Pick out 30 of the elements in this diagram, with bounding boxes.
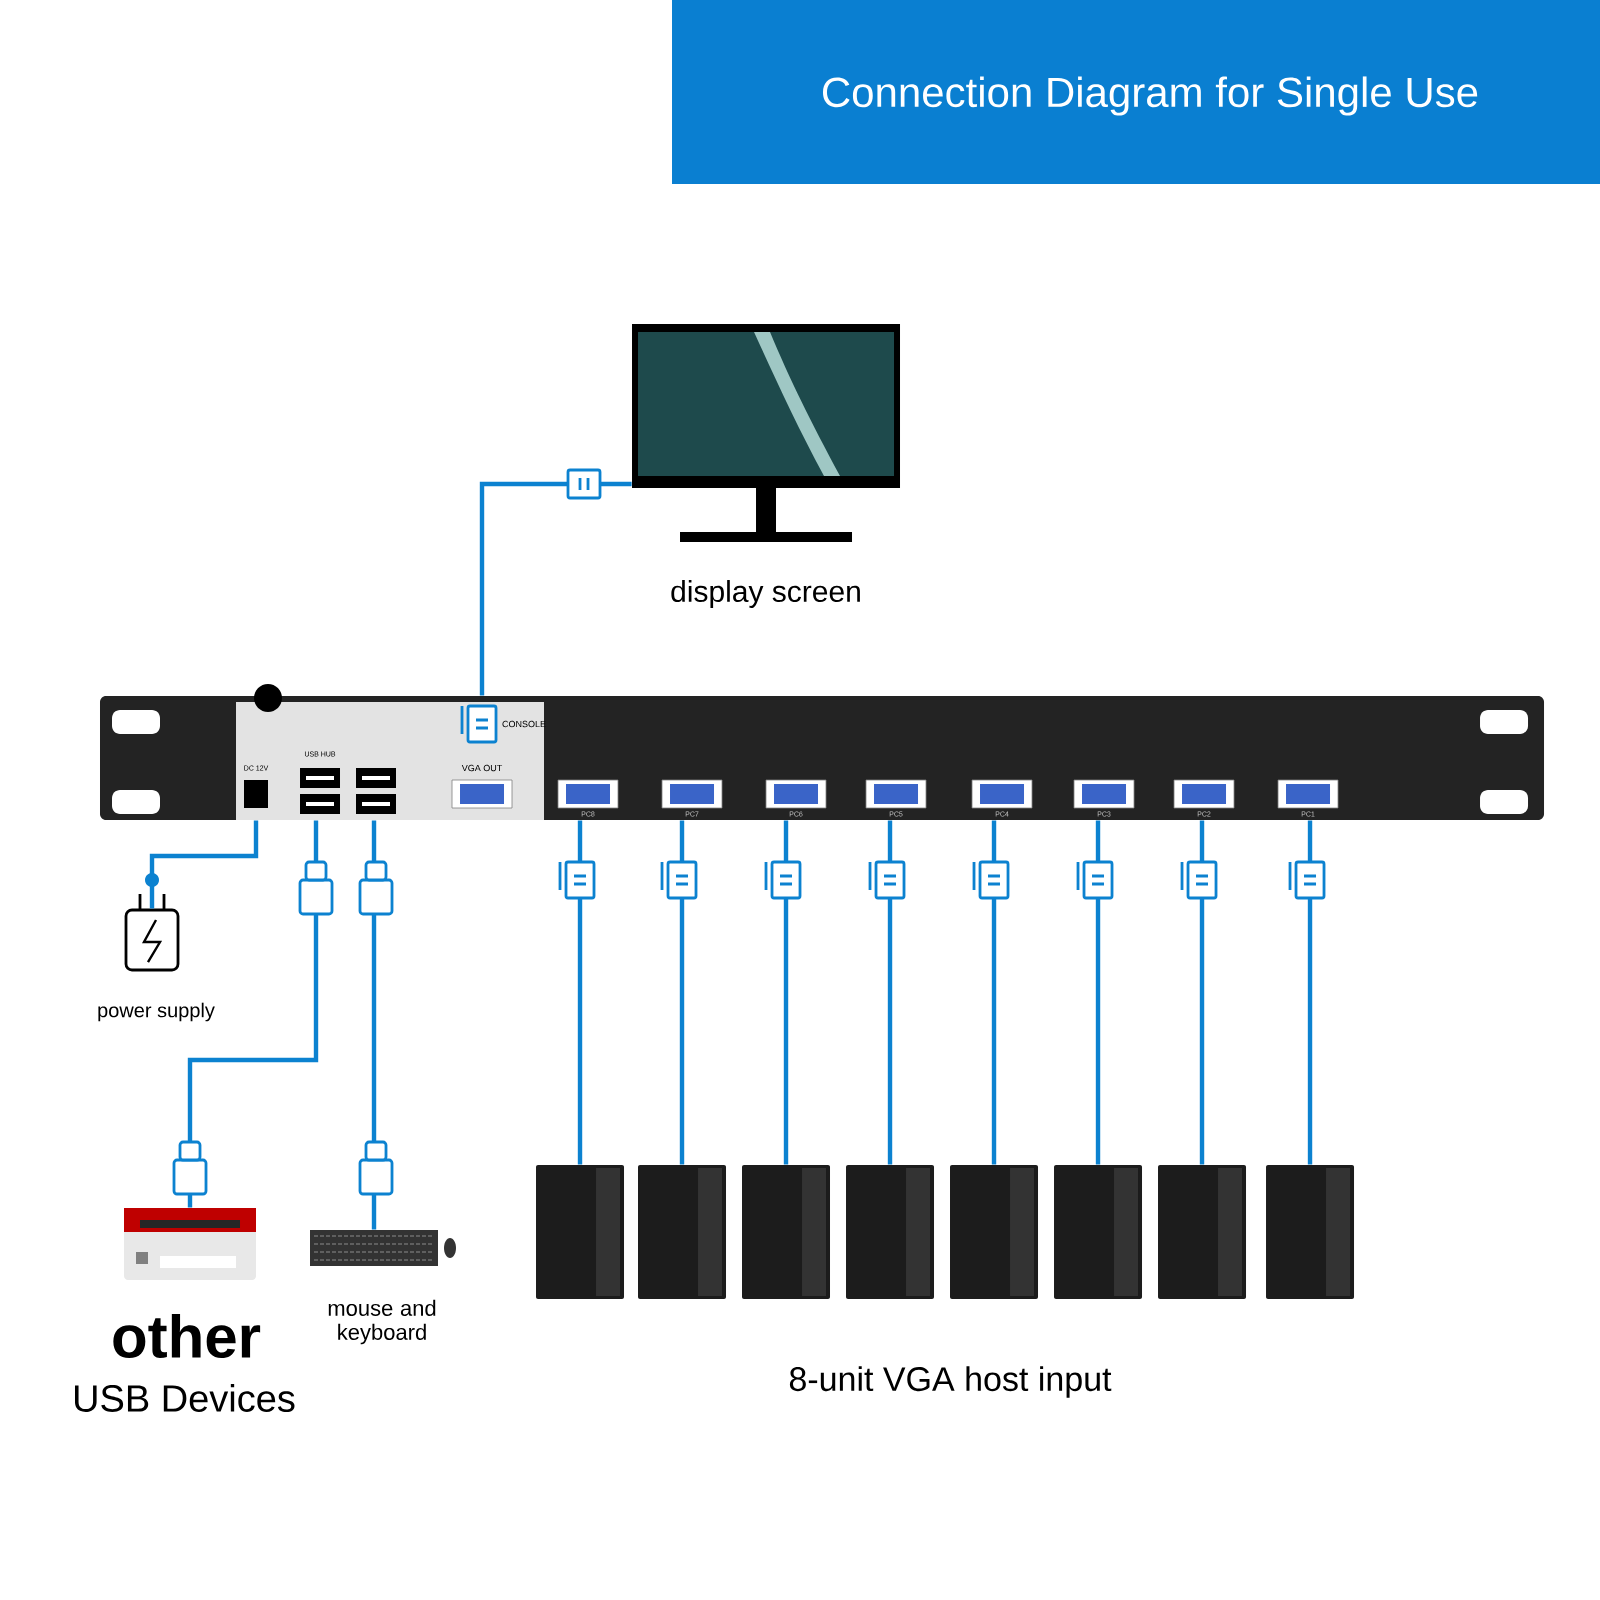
cable xyxy=(1095,820,1101,1165)
computer-tower-drawing xyxy=(846,1165,934,1299)
caption: mouse and keyboard xyxy=(328,1299,436,1345)
cable xyxy=(187,820,319,1208)
caption: power supply xyxy=(98,1002,215,1022)
computer-tower-drawing xyxy=(1054,1165,1142,1299)
kvm-switch-drawing xyxy=(100,684,1544,820)
cable xyxy=(679,820,685,1165)
computer-tower-drawing xyxy=(638,1165,726,1299)
caption: USB Devices xyxy=(75,1384,295,1412)
cable xyxy=(991,820,997,1165)
printer-drawing xyxy=(124,1208,256,1280)
title-banner: Connection Diagram for Single Use xyxy=(672,0,1600,184)
keyboard-mouse-drawing xyxy=(310,1230,456,1266)
caption: other xyxy=(113,1314,261,1359)
cable xyxy=(1307,820,1313,1165)
computer-tower-drawing xyxy=(536,1165,624,1299)
computer-tower-drawing xyxy=(950,1165,1038,1299)
computer-tower-drawing xyxy=(1266,1165,1354,1299)
caption: 8-unit VGA host input xyxy=(789,1366,1112,1398)
cable xyxy=(149,820,259,909)
computer-tower-drawing xyxy=(1158,1165,1246,1299)
caption: display screen xyxy=(671,580,860,608)
cable xyxy=(887,820,893,1165)
power-adapter-icon xyxy=(124,892,180,972)
computer-tower-drawing xyxy=(742,1165,830,1299)
cable xyxy=(783,820,789,1165)
monitor-drawing xyxy=(632,324,900,542)
cable xyxy=(1199,820,1205,1165)
cable xyxy=(577,820,583,1165)
